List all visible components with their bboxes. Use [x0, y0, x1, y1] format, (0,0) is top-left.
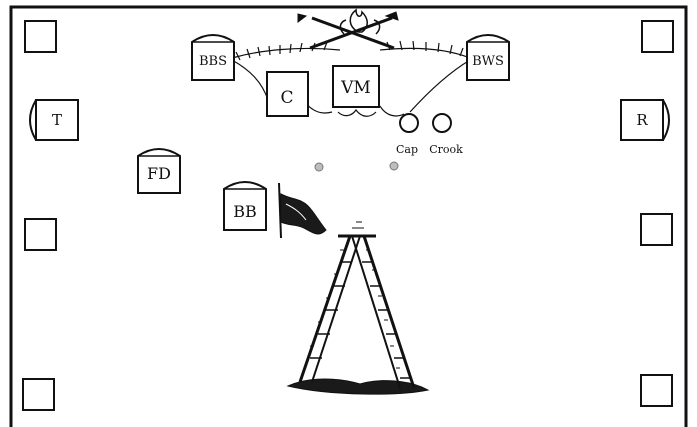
station-t-label: T [52, 111, 62, 129]
station-bws: BWS [466, 34, 510, 81]
station-square-top-right [641, 20, 674, 53]
ladder-icon [286, 221, 430, 395]
banner-icon [278, 182, 327, 239]
station-r: R [620, 99, 670, 141]
station-bbs-label: BBS [199, 54, 227, 69]
station-c: C [266, 71, 309, 117]
flame-icon [339, 8, 381, 35]
floor-dot-left [314, 162, 324, 172]
station-square-bottom-left [22, 378, 55, 411]
station-vm: VM [332, 65, 380, 108]
station-fd-label: FD [147, 164, 171, 183]
room-border [9, 5, 688, 427]
station-square-mid-right [640, 213, 673, 246]
station-fd: FD [137, 148, 181, 194]
station-r-label: R [636, 111, 648, 129]
station-square-top-left [24, 20, 57, 53]
station-t: T [29, 99, 79, 141]
cap-marker [399, 113, 419, 133]
station-c-label: C [280, 88, 293, 108]
crook-label: Crook [429, 143, 463, 156]
station-vm-label: VM [340, 78, 371, 98]
floor-dot-right [389, 161, 399, 171]
cap-label: Cap [396, 143, 418, 156]
station-bb: BB [223, 181, 267, 231]
station-square-mid-left [24, 218, 57, 251]
station-bb-label: BB [233, 202, 257, 221]
station-bbs: BBS [191, 34, 235, 81]
crook-marker [432, 113, 452, 133]
crossed-axes-icon [297, 11, 399, 50]
station-square-bottom-right [640, 374, 673, 407]
station-bws-label: BWS [472, 54, 504, 69]
